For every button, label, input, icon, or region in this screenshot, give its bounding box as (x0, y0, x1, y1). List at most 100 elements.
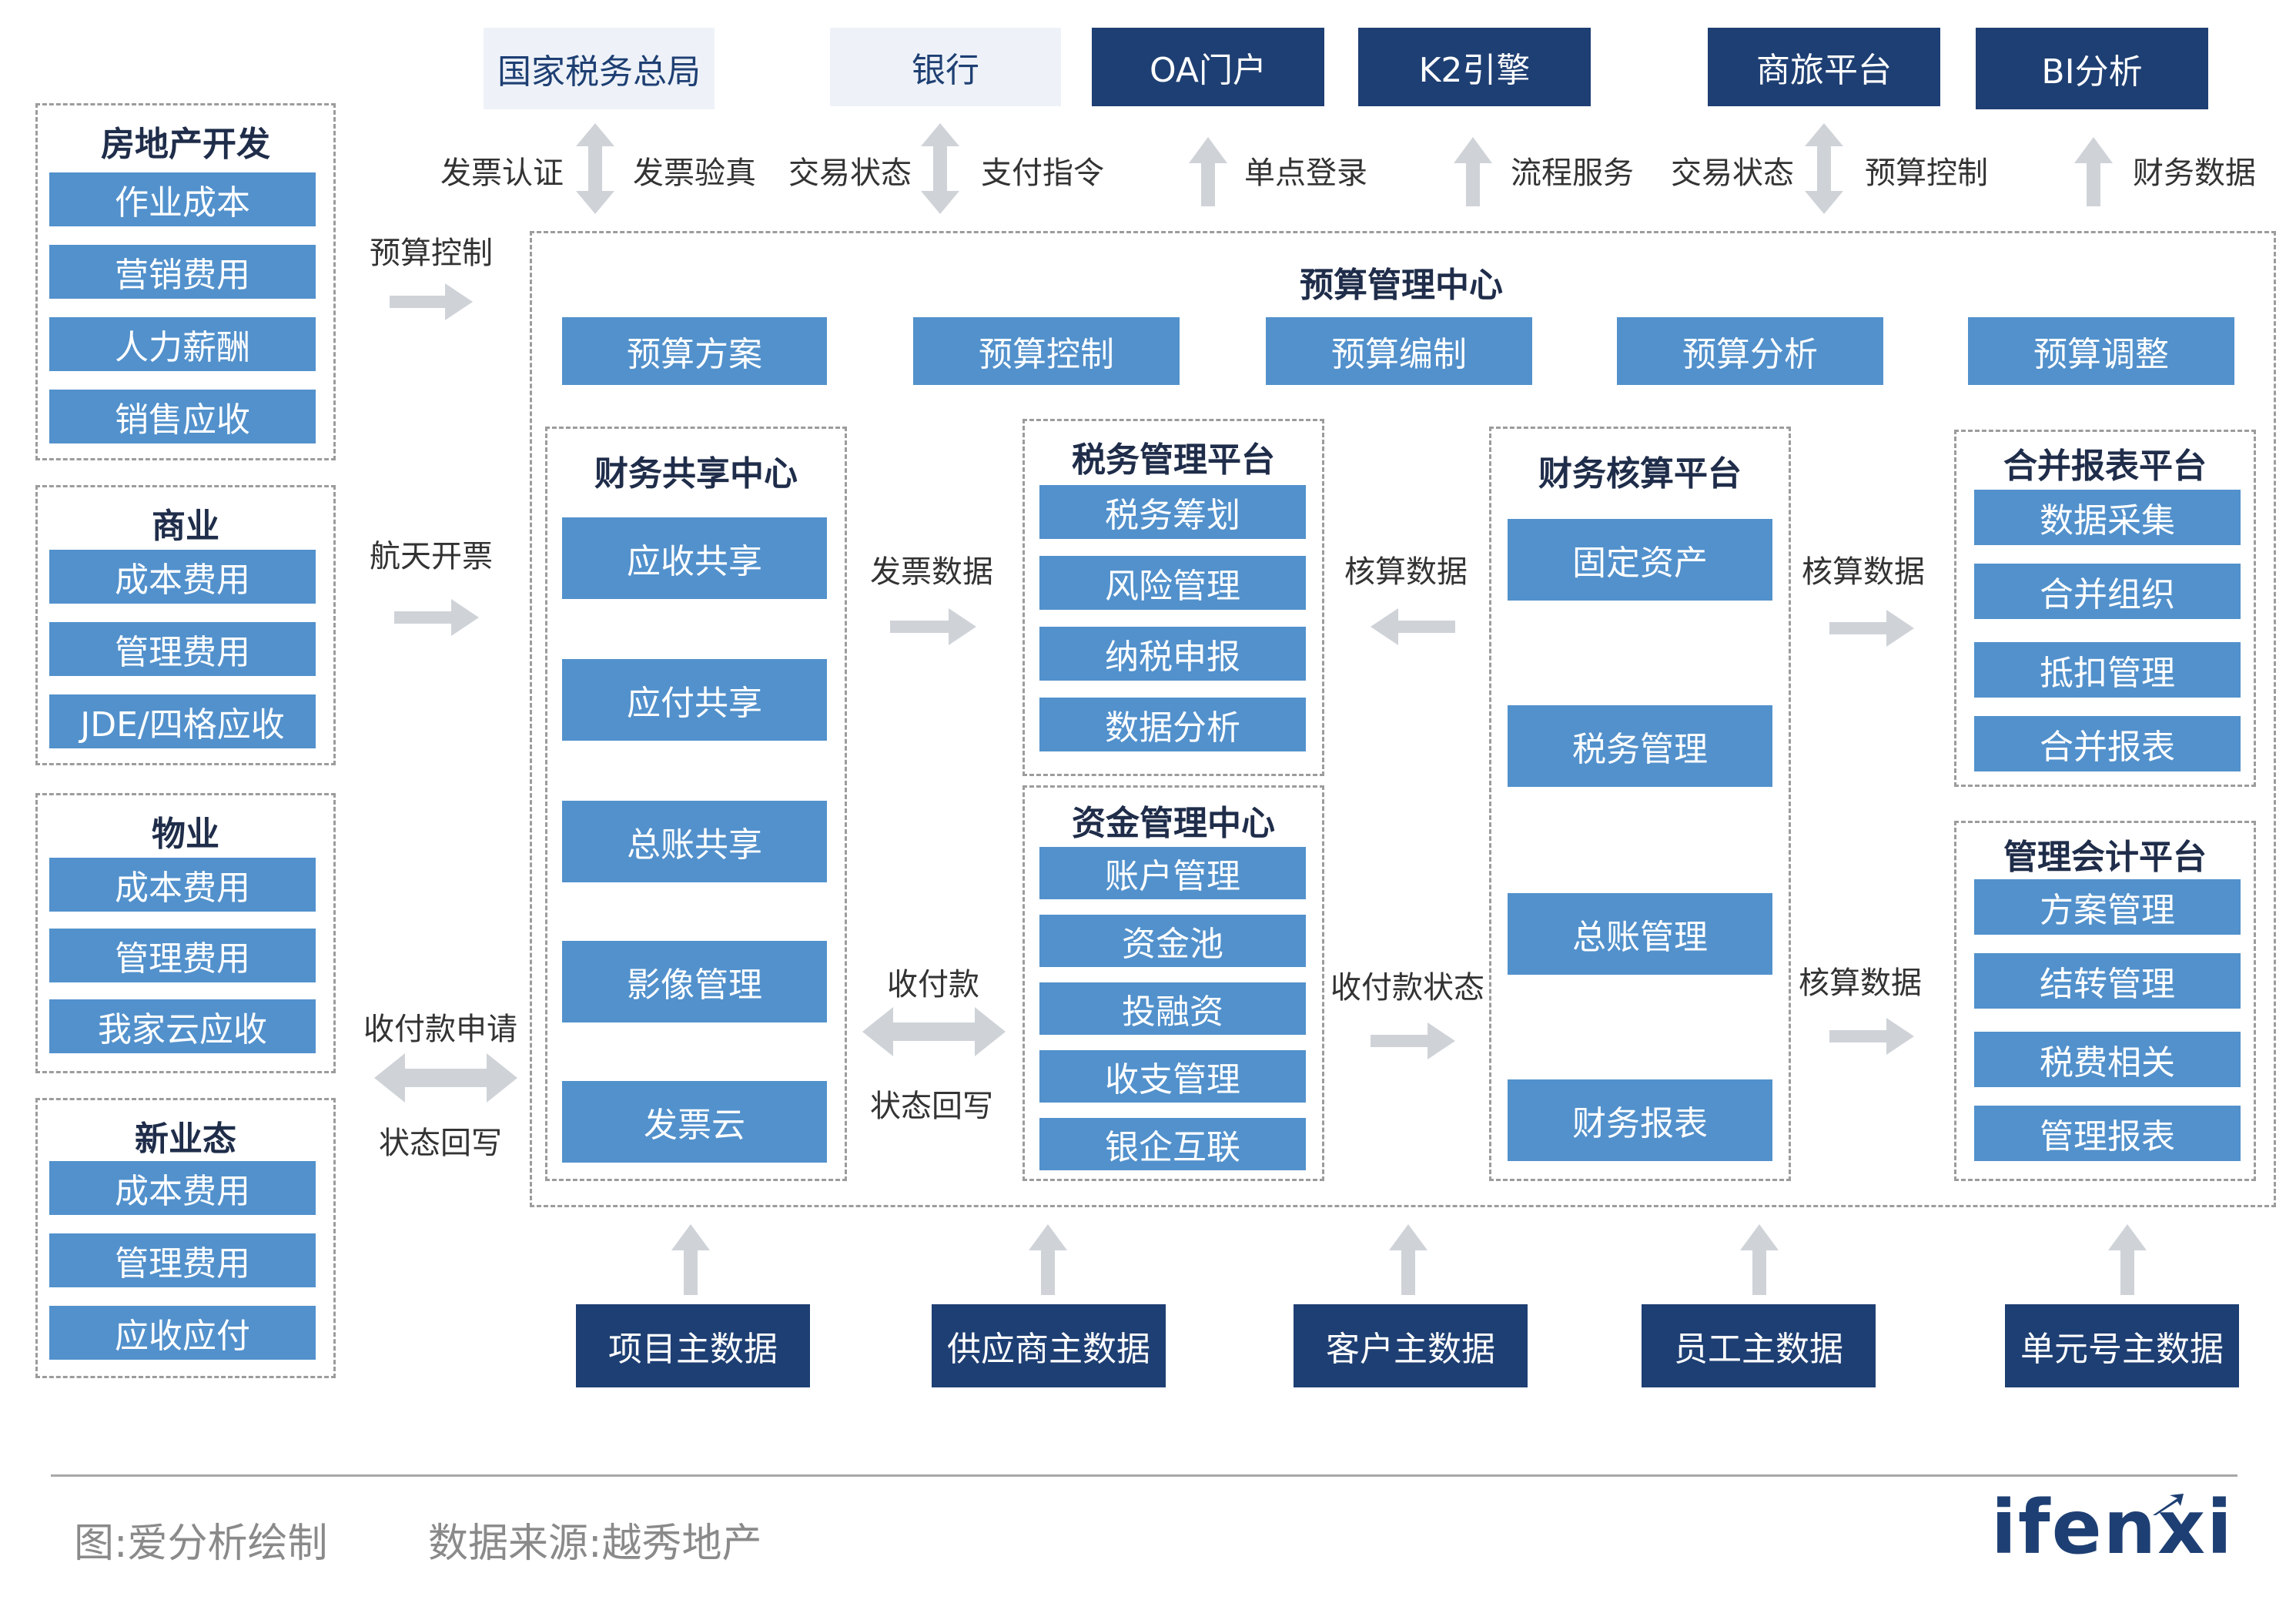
budget-adjustment: 预算调整 (1968, 317, 2234, 385)
supplier-master-data: 供应商主数据 (932, 1304, 1166, 1387)
label-accounting-data-1: 核算数据 (1344, 554, 1468, 590)
up-arrow-icon (1740, 1224, 1779, 1295)
revenue-expense-management: 收支管理 (1039, 1050, 1306, 1103)
payable-sharing: 应付共享 (562, 659, 827, 741)
bidirectional-arrow-icon (576, 123, 614, 214)
label-financial-data: 财务数据 (2133, 156, 2256, 191)
up-arrow-icon (671, 1224, 710, 1295)
tax-planning: 税务筹划 (1039, 485, 1306, 539)
ifenxi-logo: ifenxi (1991, 1484, 2234, 1571)
right-arrow-icon (390, 283, 473, 320)
group-title: 新业态 (135, 1119, 236, 1159)
invoice-cloud: 发票云 (562, 1081, 827, 1163)
item-cost-expense: 成本费用 (49, 550, 316, 604)
label-invoice-verification: 发票验真 (633, 156, 756, 191)
panel-title: 财务核算平台 (1538, 454, 1742, 494)
group-commercial: 商业 (35, 485, 336, 765)
label-receipt-payment: 收付款 (887, 967, 979, 1002)
financial-statements: 财务报表 (1508, 1079, 1772, 1161)
up-arrow-icon (2108, 1224, 2147, 1295)
general-ledger-management: 总账管理 (1508, 893, 1772, 975)
item-admin-expense: 管理费用 (49, 929, 316, 982)
ext-bi-analysis: BI分析 (1976, 28, 2208, 109)
item-operation-cost: 作业成本 (49, 172, 316, 226)
budget-preparation: 预算编制 (1266, 317, 1532, 385)
unit-number-master-data: 单元号主数据 (2005, 1304, 2239, 1387)
label-transaction-status-2: 交易状态 (1671, 156, 1794, 191)
group-real-estate: 房地产开发 (35, 103, 336, 460)
ext-bank: 银行 (830, 28, 1061, 106)
group-title: 物业 (152, 815, 219, 854)
budget-management-center (530, 231, 2276, 1207)
footer-divider (51, 1474, 2237, 1477)
budget-center-title: 预算管理中心 (1300, 266, 1503, 305)
group-new-business: 新业态 (35, 1098, 336, 1378)
tax-management-platform: 税务管理平台 (1022, 419, 1324, 776)
tax-filing: 纳税申报 (1039, 627, 1306, 681)
chart-credit: 图:爱分析绘制 (74, 1521, 328, 1567)
label-single-sign-on: 单点登录 (1244, 156, 1367, 191)
up-arrow-icon (2074, 137, 2113, 206)
risk-management: 风险管理 (1039, 556, 1306, 610)
label-accounting-data-2: 核算数据 (1802, 554, 1925, 590)
employee-master-data: 员工主数据 (1642, 1304, 1876, 1387)
bank-enterprise-link: 银企互联 (1039, 1118, 1306, 1170)
item-sales-receivable: 销售应收 (49, 390, 316, 443)
panel-title: 管理会计平台 (2003, 838, 2207, 877)
group-title: 房地产开发 (101, 125, 270, 164)
label-aerospace-invoicing: 航天开票 (370, 539, 493, 574)
data-source: 数据来源:越秀地产 (428, 1521, 762, 1567)
item-cost-expense: 成本费用 (49, 858, 316, 912)
fixed-assets: 固定资产 (1508, 519, 1772, 601)
right-arrow-icon (1829, 1018, 1914, 1055)
item-admin-expense: 管理费用 (49, 622, 316, 676)
right-arrow-icon (890, 608, 976, 645)
label-invoice-certification: 发票认证 (440, 156, 564, 191)
panel-title: 资金管理中心 (1072, 804, 1275, 843)
right-arrow-icon (1829, 610, 1914, 647)
label-payment-instruction: 支付指令 (981, 156, 1104, 191)
up-arrow-icon (1454, 137, 1492, 206)
management-accounting-platform: 管理会计平台 (1954, 821, 2256, 1181)
cash-pool: 资金池 (1039, 915, 1306, 967)
left-arrow-icon (1371, 608, 1455, 645)
up-arrow-icon (1189, 137, 1227, 206)
financial-accounting-platform: 财务核算平台 (1489, 427, 1791, 1181)
account-management: 账户管理 (1039, 847, 1306, 899)
budget-plan: 预算方案 (562, 317, 827, 385)
item-cost-expense: 成本费用 (49, 1161, 316, 1215)
tax-management: 税务管理 (1508, 705, 1772, 787)
label-status-writeback-left: 状态回写 (379, 1126, 502, 1161)
deduction-management: 抵扣管理 (1974, 642, 2241, 698)
receivable-sharing: 应收共享 (562, 517, 827, 599)
customer-master-data: 客户主数据 (1294, 1304, 1528, 1387)
label-status-writeback-mid: 状态回写 (870, 1089, 993, 1124)
bidirectional-arrow-icon (921, 123, 959, 214)
investment-financing: 投融资 (1039, 982, 1306, 1035)
label-invoice-data: 发票数据 (870, 554, 993, 590)
management-reports: 管理报表 (1974, 1106, 2241, 1161)
bidirectional-arrow-icon (1805, 123, 1843, 214)
label-transaction-status: 交易状态 (788, 156, 912, 191)
data-collection: 数据采集 (1974, 490, 2241, 545)
group-property: 物业 (35, 793, 336, 1073)
item-hr-payroll: 人力薪酬 (49, 317, 316, 371)
label-workflow-service: 流程服务 (1511, 156, 1634, 191)
label-budget-control-left: 预算控制 (370, 236, 493, 271)
bidirectional-arrow-icon (862, 1007, 1006, 1056)
consolidation-organization: 合并组织 (1974, 564, 2241, 619)
up-arrow-icon (1389, 1224, 1427, 1295)
item-jde-receivable: JDE/四格应收 (49, 694, 316, 748)
scheme-management: 方案管理 (1974, 879, 2241, 935)
label-budget-control-top: 预算控制 (1865, 156, 1988, 191)
label-payment-status: 收付款状态 (1330, 970, 1484, 1006)
carryover-management: 结转管理 (1974, 953, 2241, 1009)
panel-title: 税务管理平台 (1072, 440, 1275, 480)
up-arrow-icon (1029, 1224, 1067, 1295)
item-wojiayun-receivable: 我家云应收 (49, 999, 316, 1053)
item-receivable-payable: 应收应付 (49, 1306, 316, 1360)
panel-title: 财务共享中心 (594, 454, 798, 494)
label-payment-request: 收付款申请 (363, 1012, 517, 1047)
right-arrow-icon (394, 599, 479, 636)
label-accounting-data-3: 核算数据 (1799, 965, 1922, 1001)
